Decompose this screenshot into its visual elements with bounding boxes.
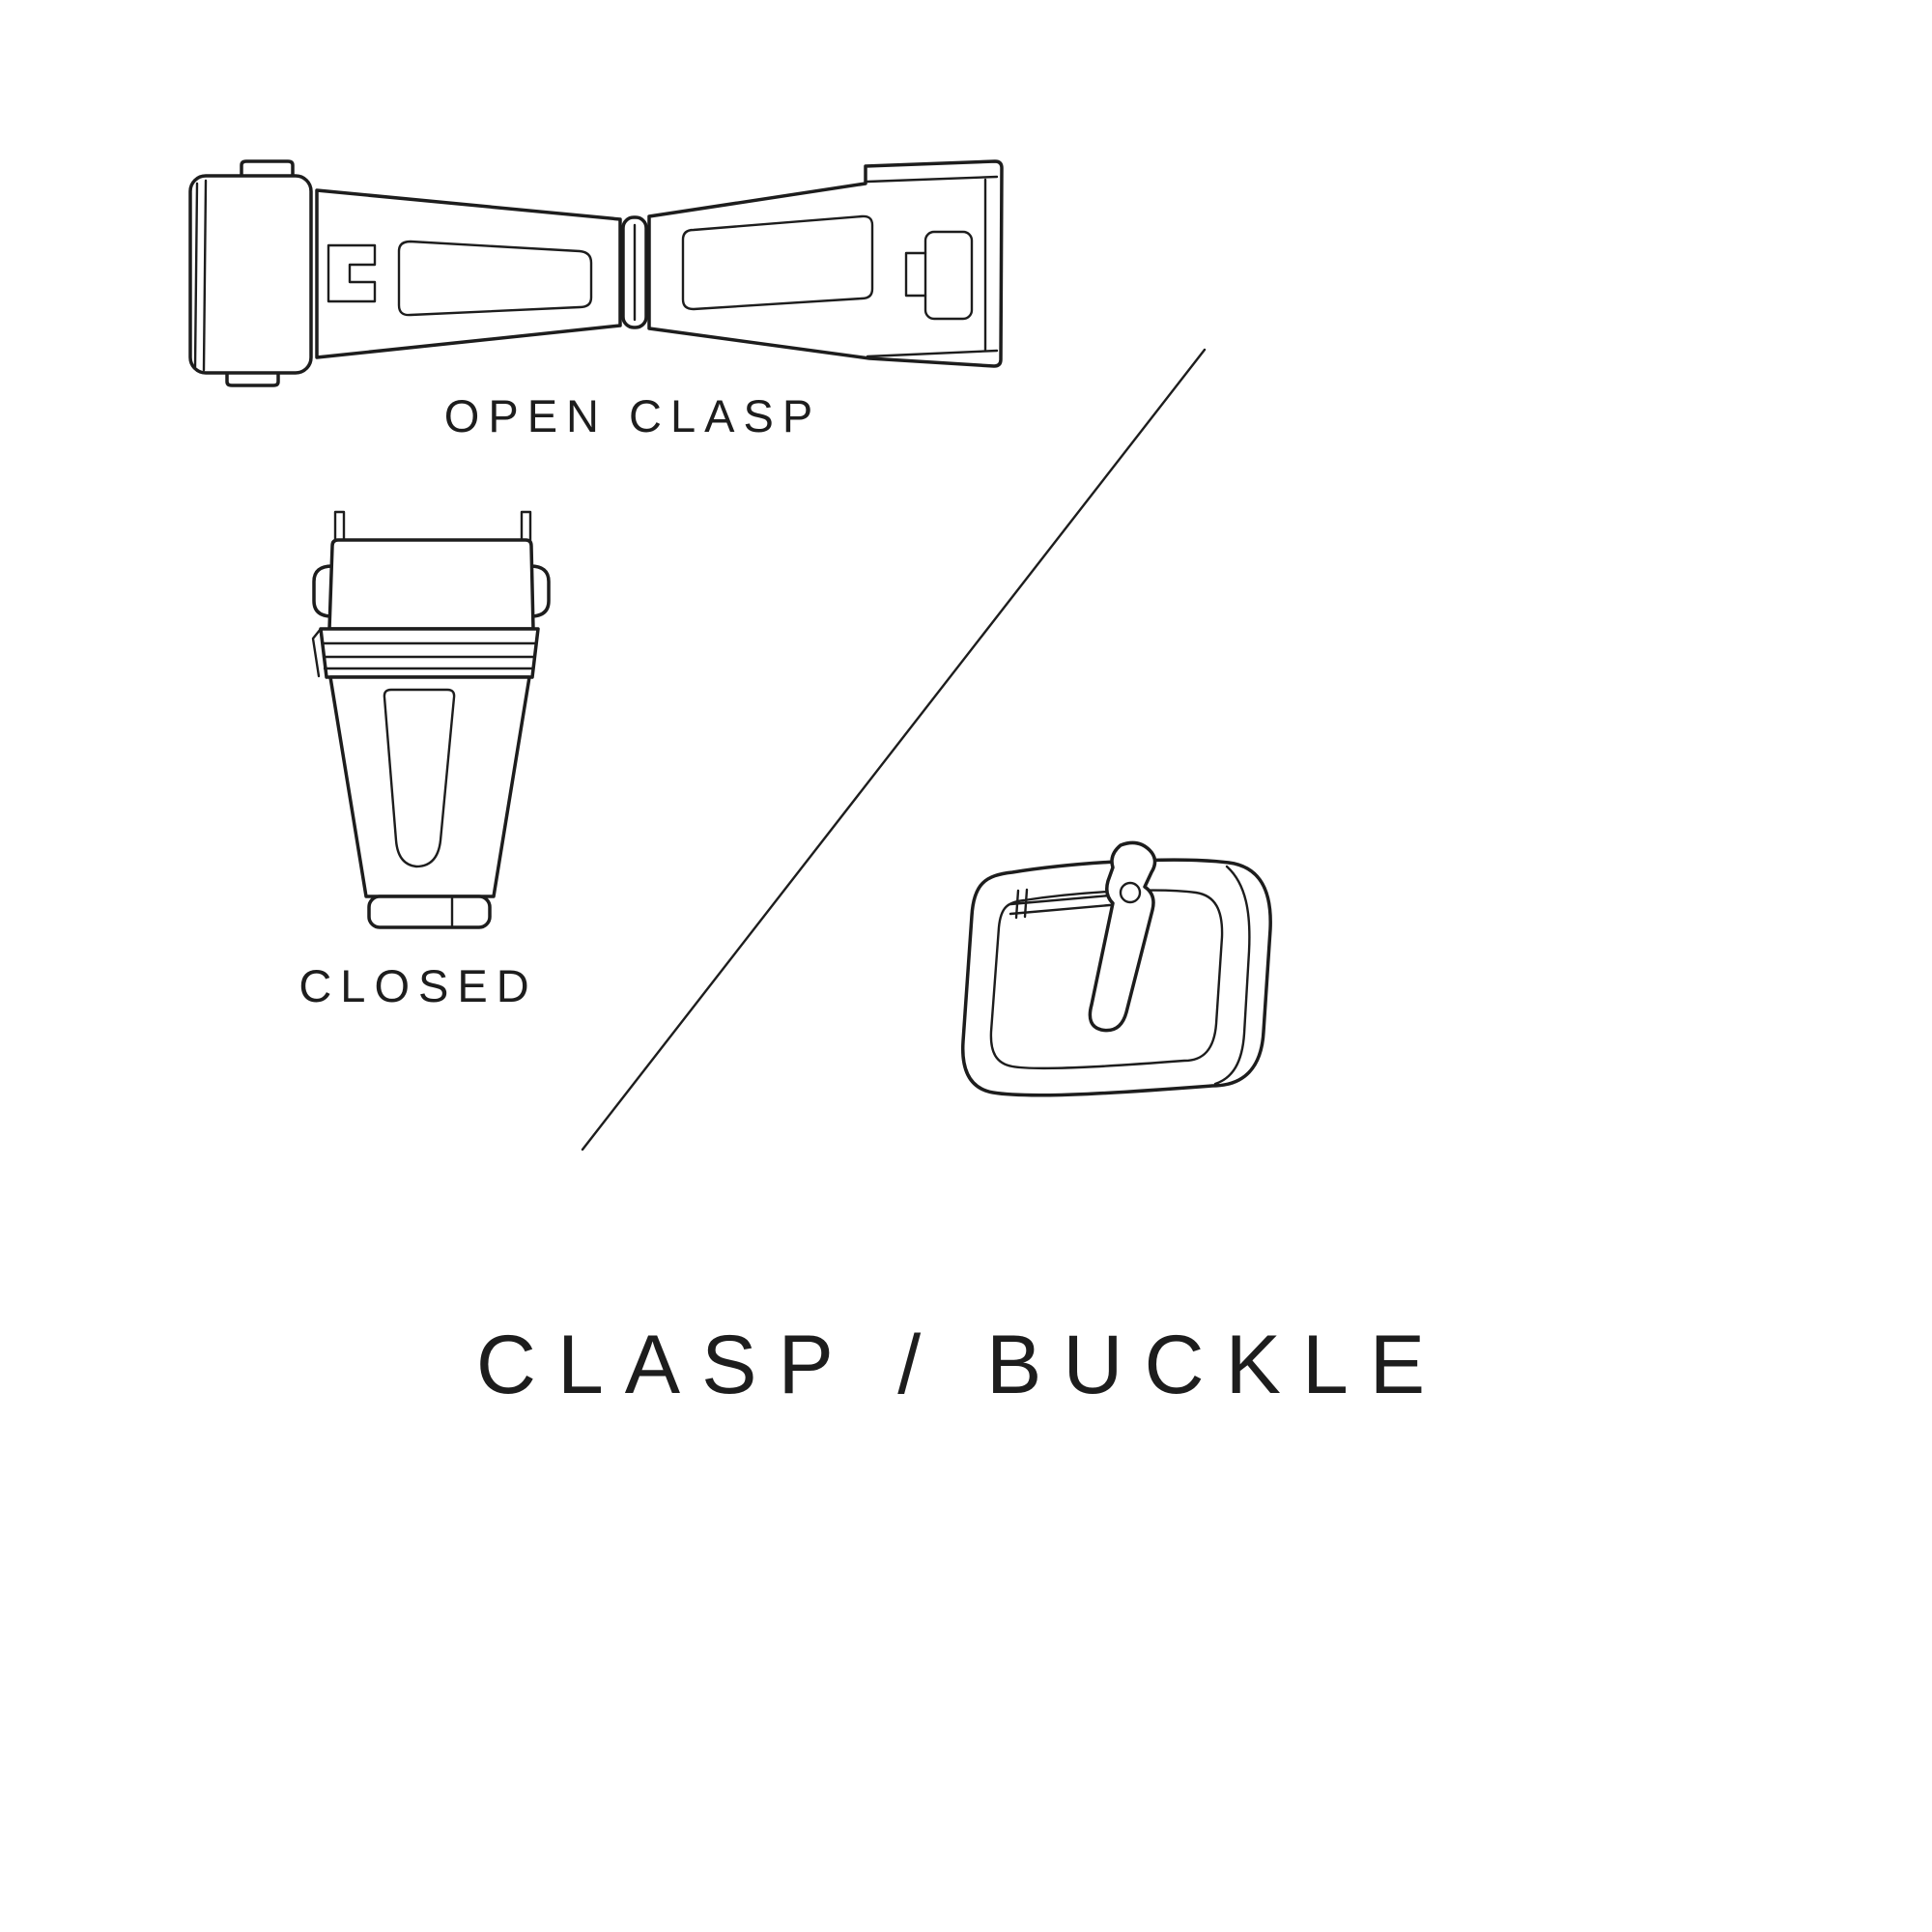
clasp-right-blade-latch-hook [904, 251, 927, 298]
closed-clasp-prong-right [520, 510, 532, 543]
open-clasp-illustration [188, 159, 1004, 387]
closed-clasp-band-corner [311, 627, 323, 678]
clasp-left-blade-hook [327, 243, 377, 303]
clasp-right-blade-slot [681, 214, 874, 311]
closed-clasp-band [319, 627, 540, 679]
open-clasp-label: OPEN CLASP [444, 390, 821, 441]
clasp-end-link-tab-bottom [225, 372, 280, 387]
closed-clasp-slot [383, 688, 456, 868]
clasp-right-blade-fold-top [866, 175, 999, 184]
closed-clasp-bump-left [312, 564, 334, 618]
clasp-right-blade [647, 159, 1004, 368]
clasp-end-link-body [188, 174, 313, 375]
clasp-right-blade-fold-bottom [866, 349, 999, 358]
clasp-right-blade-latch [923, 230, 974, 321]
buckle-pin-ticks [1014, 888, 1029, 920]
buckle-frame-inner [989, 889, 1224, 1070]
closed-clasp-foot [367, 895, 492, 929]
clasp-end-link [240, 159, 295, 177]
closed-clasp-label: CLOSED [298, 960, 537, 1011]
closed-clasp-band-lines [321, 641, 537, 670]
closed-clasp-cover [327, 538, 535, 631]
clasp-left-blade [315, 188, 622, 359]
divider-line [581, 348, 1207, 1151]
tang-buckle-illustration [960, 840, 1272, 1097]
clasp-left-blade-slot [397, 240, 593, 317]
clasp-end-link-fold-line [193, 179, 208, 372]
buckle-prong-loop [1119, 881, 1142, 904]
closed-clasp-prong-left [333, 510, 346, 543]
closed-clasp-bump-right [528, 564, 551, 618]
buckle-endcap-line [1213, 865, 1251, 1086]
page-title: CLASP / BUCKLE [476, 1319, 1446, 1411]
closed-clasp-illustration [311, 510, 551, 929]
buckle-pin [1009, 893, 1122, 916]
closed-clasp-body [328, 675, 531, 898]
